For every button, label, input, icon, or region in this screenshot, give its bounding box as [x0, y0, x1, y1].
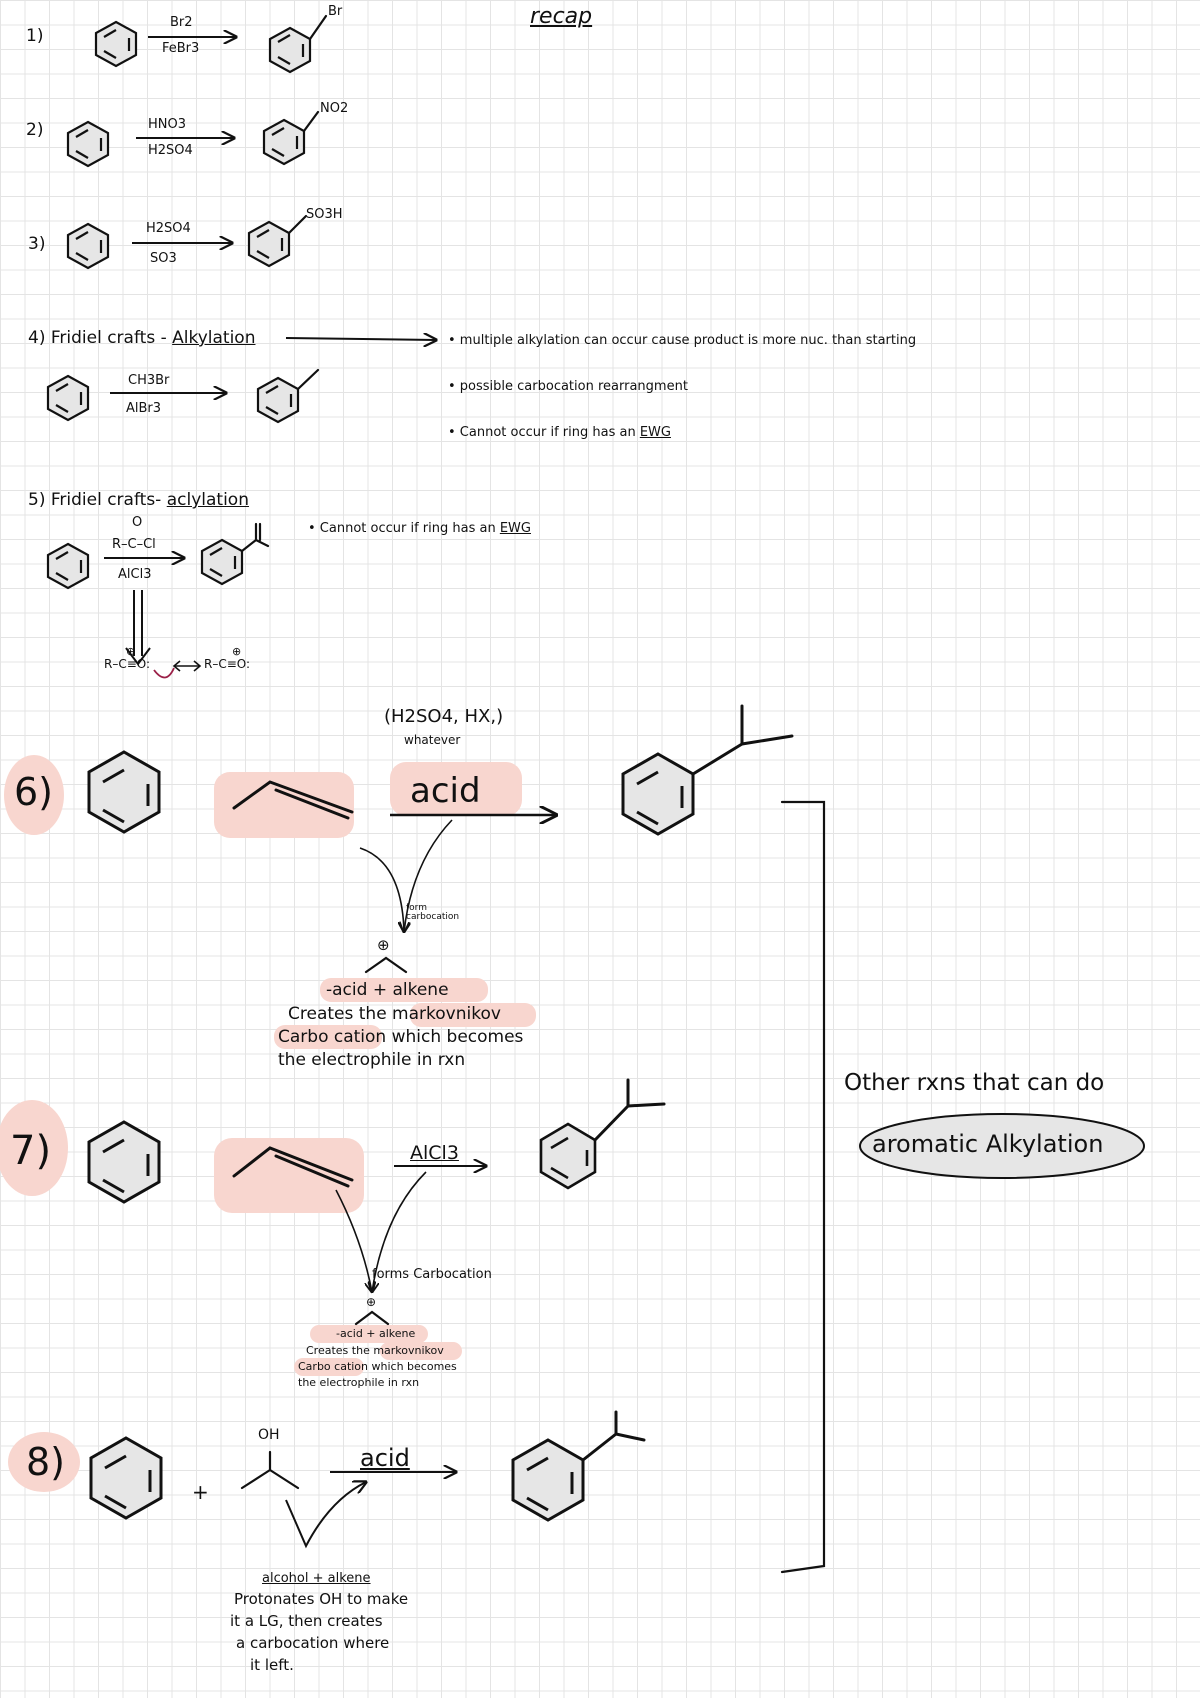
reaction-6-explain-3: Carbo cation which becomes [278, 1027, 524, 1047]
benzene-icon [46, 374, 90, 422]
reaction-6-explain-4: the electrophile in rxn [278, 1050, 466, 1070]
reaction-4-number: 4) [28, 328, 46, 348]
reaction-4-name: Fridiel crafts - [50, 328, 173, 348]
benzene-icon [539, 1122, 597, 1190]
benzene-icon [262, 118, 306, 166]
reaction-5-name-underlined: aclylation [166, 490, 249, 510]
reaction-6-plus: ⊕ [377, 936, 390, 954]
benzene-icon [511, 1438, 585, 1522]
reaction-4-note-3: • Cannot occur if ring has an EWG [448, 426, 671, 439]
arrows [104, 37, 556, 1549]
acylium-resonance-right: R–C≡O: [204, 657, 251, 671]
reaction-7-explain-3: Carbo cation which becomes [298, 1360, 457, 1373]
reaction-1-number: 1) [26, 26, 44, 46]
benzene-icon [46, 542, 90, 590]
reaction-8-explain-3: a carbocation where [236, 1634, 390, 1652]
reaction-3-number: 3) [28, 234, 46, 254]
reaction-5-number: 5) [28, 490, 46, 510]
benzene-icon [87, 750, 161, 834]
side-note-oval-text: aromatic Alkylation [872, 1130, 1104, 1158]
reaction-5-note: • Cannot occur if ring has an EWG [308, 522, 531, 535]
reaction-3-reagent-top: H2SO4 [146, 221, 191, 236]
reaction-6-explain-2: Creates the markovnikov [288, 1004, 501, 1024]
reaction-7-number: 7) [10, 1128, 52, 1174]
reaction-8-explain-2: it a LG, then creates [230, 1612, 383, 1630]
reaction-7-reagent: AlCl3 [410, 1142, 459, 1164]
reaction-5-note-text: • Cannot occur if ring has an [308, 521, 500, 536]
benzene-icon [66, 222, 110, 270]
reaction-5-reagent-top: R–C–Cl [112, 537, 156, 552]
reaction-1-reagent-bottom: FeBr3 [162, 41, 200, 56]
benzene-icon [94, 20, 138, 68]
benzene-icon [268, 26, 312, 74]
reaction-8-reagent: acid [360, 1444, 410, 1472]
reaction-5-reagent-o: O [132, 515, 143, 530]
benzene-icon [247, 220, 291, 268]
benzene-rings [46, 20, 695, 1522]
reaction-7-plus: ⊕ [366, 1295, 377, 1309]
reaction-5-name: Fridiel crafts- [50, 490, 167, 510]
reaction-4-note-3-text: • Cannot occur if ring has an [448, 425, 640, 440]
reaction-4-reagent-bottom: AlBr3 [126, 401, 162, 416]
reaction-2-product-sub: NO2 [320, 101, 349, 116]
benzene-icon [89, 1436, 163, 1520]
bonds [232, 14, 826, 1574]
benzene-icon [87, 1120, 161, 1204]
reaction-2-number: 2) [26, 120, 44, 140]
reaction-6-arrow-label: form carbocation [406, 903, 460, 922]
benzene-icon [256, 376, 300, 424]
reaction-3-reagent-bottom: SO3 [150, 251, 177, 266]
highlights [0, 755, 536, 1492]
benzene-icon [66, 120, 110, 168]
reaction-6-reagent: acid [410, 771, 481, 811]
acylium-plus-2: ⊕ [232, 645, 242, 658]
reaction-8-oh: OH [258, 1427, 280, 1443]
acylium-resonance-left: R–C≡O: [104, 657, 151, 671]
reaction-2-reagent-top: HNO3 [148, 117, 187, 132]
reaction-2-reagent-bottom: H2SO4 [148, 143, 193, 158]
reaction-4-note-3-ewg: EWG [639, 425, 671, 440]
reaction-6-number: 6) [14, 770, 54, 814]
reaction-4-heading: 4) Fridiel crafts - Alkylation [28, 330, 255, 347]
resonance-arrow [172, 660, 202, 672]
reaction-1-product-sub: Br [328, 4, 343, 19]
oval [859, 1113, 1145, 1179]
reaction-7-explain-1: -acid + alkene [336, 1327, 416, 1340]
reaction-6-explain-1: -acid + alkene [326, 980, 449, 1000]
reaction-5-heading: 5) Fridiel crafts- aclylation [28, 492, 249, 509]
reaction-3-product-sub: SO3H [306, 207, 343, 222]
reaction-8-explain-title: alcohol + alkene [262, 1571, 371, 1586]
reaction-5-reagent-bottom: AlCl3 [118, 567, 152, 582]
reaction-4-name-underlined: Alkylation [172, 328, 256, 348]
benzene-icon [200, 538, 244, 586]
reaction-8-explain-4: it left. [250, 1656, 294, 1674]
reaction-8-plus-sign: + [192, 1480, 209, 1504]
acylium-plus-1: ⊕ [126, 645, 136, 658]
reaction-4-reagent-top: CH3Br [128, 373, 170, 388]
reaction-7-explain-4: the electrophile in rxn [298, 1376, 420, 1389]
page-title: recap [530, 4, 593, 29]
down-arrow [125, 590, 175, 679]
reaction-1-reagent-top: Br2 [170, 15, 193, 30]
reaction-6-reagent-paren-sub: whatever [404, 733, 461, 747]
reaction-5-note-ewg: EWG [499, 521, 531, 536]
reaction-8-number: 8) [26, 1440, 66, 1484]
reaction-8-explain-1: Protonates OH to make [234, 1590, 409, 1608]
reaction-4-note-1: • multiple alkylation can occur cause pr… [448, 333, 917, 348]
reaction-6-reagent-paren: (H2SO4, HX,) [384, 706, 504, 727]
benzene-icon [621, 752, 695, 836]
side-note-line1: Other rxns that can do [844, 1070, 1105, 1096]
reaction-4-note-2: • possible carbocation rearrangment [448, 379, 688, 394]
reaction-7-explain-2: Creates the markovnikov [306, 1344, 444, 1357]
reaction-7-arrow-label: forms Carbocation [372, 1267, 492, 1282]
